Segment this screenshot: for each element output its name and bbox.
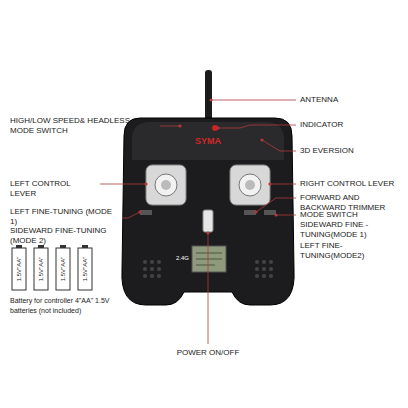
part-label: MODE SWITCH — [300, 210, 400, 220]
part-label: SIDEWARD FINE - TUNING(MODE 1) — [300, 220, 400, 240]
right-stick — [230, 165, 270, 205]
battery-label: 1.5V"AA" — [58, 257, 68, 282]
part-label: HIGH/LOW SPEED& HEADLESS MODE SWITCH — [10, 116, 156, 136]
part-label: SIDEWARD FINE-TUNING (MODE 2) — [10, 226, 118, 246]
part-label: RIGHT CONTROL LEVER — [300, 179, 404, 189]
battery-illustration — [12, 245, 92, 290]
part-label: POWER ON/OFF — [160, 348, 256, 358]
part-label: LEFT CONTROL LEVER — [10, 179, 98, 199]
trimmer — [244, 210, 256, 215]
part-label: Battery for controller 4"AA" 1.5V batter… — [10, 296, 122, 316]
battery-label: 1.5V"AA" — [80, 257, 90, 282]
part-label: ANTENNA — [300, 95, 400, 105]
part-label: INDICATOR — [300, 120, 400, 130]
leader-dots — [138, 98, 277, 234]
printed-mark: SYMA — [180, 136, 236, 146]
left-stick — [146, 165, 186, 205]
part-label: LEFT FINE-TUNING (MODE 1) — [10, 207, 118, 227]
lcd-screen — [192, 246, 226, 272]
part-label: LEFT FINE-TUNING(MODE2) — [300, 241, 400, 261]
battery-label: 1.5V"AA" — [14, 257, 24, 282]
battery-label: 1.5V"AA" — [36, 257, 46, 282]
trimmer — [264, 210, 276, 215]
antenna — [205, 70, 212, 120]
part-label: 3D EVERSION — [300, 146, 400, 156]
printed-mark: 2.4G — [176, 253, 192, 263]
trimmer — [140, 210, 152, 215]
power-switch — [203, 210, 213, 232]
top-panel — [132, 122, 284, 160]
leader-lines — [100, 100, 296, 344]
